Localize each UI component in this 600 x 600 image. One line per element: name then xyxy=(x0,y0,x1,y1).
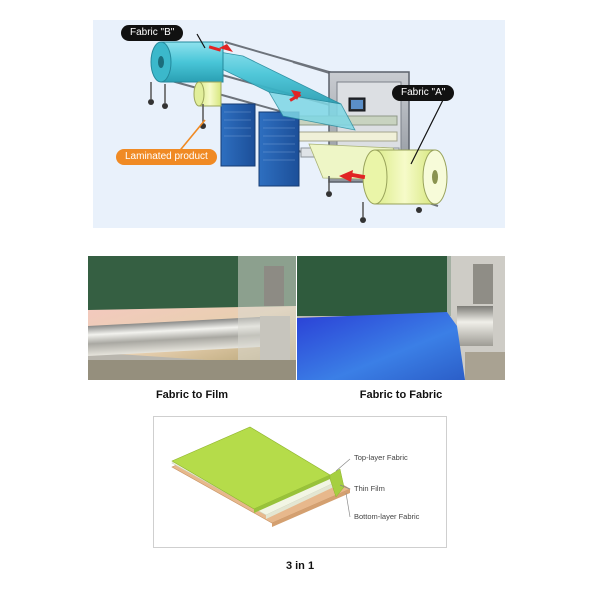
three-in-one-caption: 3 in 1 xyxy=(285,560,315,572)
laminating-machine-illustration: Fabric "B" Fabric "A" Laminated product xyxy=(93,20,505,228)
fabric-to-fabric-drawing xyxy=(297,256,505,380)
fabric-a-roll xyxy=(362,149,448,205)
fabric-to-film-photo xyxy=(88,256,296,380)
top-layer-label: Top-layer Fabric xyxy=(354,453,408,462)
fabric-to-fabric-photo xyxy=(297,256,505,380)
direction-arrows xyxy=(208,44,366,182)
thin-film-label: Thin Film xyxy=(354,484,385,493)
layer-stack-drawing xyxy=(171,426,351,527)
fabric-to-film-caption: Fabric to Film xyxy=(155,389,229,401)
machine-drawing xyxy=(148,33,448,223)
fabric-to-fabric-caption: Fabric to Fabric xyxy=(359,389,443,401)
fabric-a-callout: Fabric "A" xyxy=(392,85,455,101)
three-layer-diagram: Top-layer Fabric Thin Film Bottom-layer … xyxy=(153,416,447,548)
laminated-product-callout: Laminated product xyxy=(116,149,217,165)
bottom-layer-label: Bottom-layer Fabric xyxy=(354,512,420,521)
fabric-b-roll xyxy=(150,41,224,83)
fabric-b-callout: Fabric "B" xyxy=(121,25,184,41)
caster-wheels xyxy=(148,99,422,223)
product-roll xyxy=(193,81,222,107)
fabric-to-film-drawing xyxy=(88,256,296,380)
blue-cabinet-left xyxy=(220,103,256,167)
blue-cabinet-center xyxy=(258,111,300,187)
